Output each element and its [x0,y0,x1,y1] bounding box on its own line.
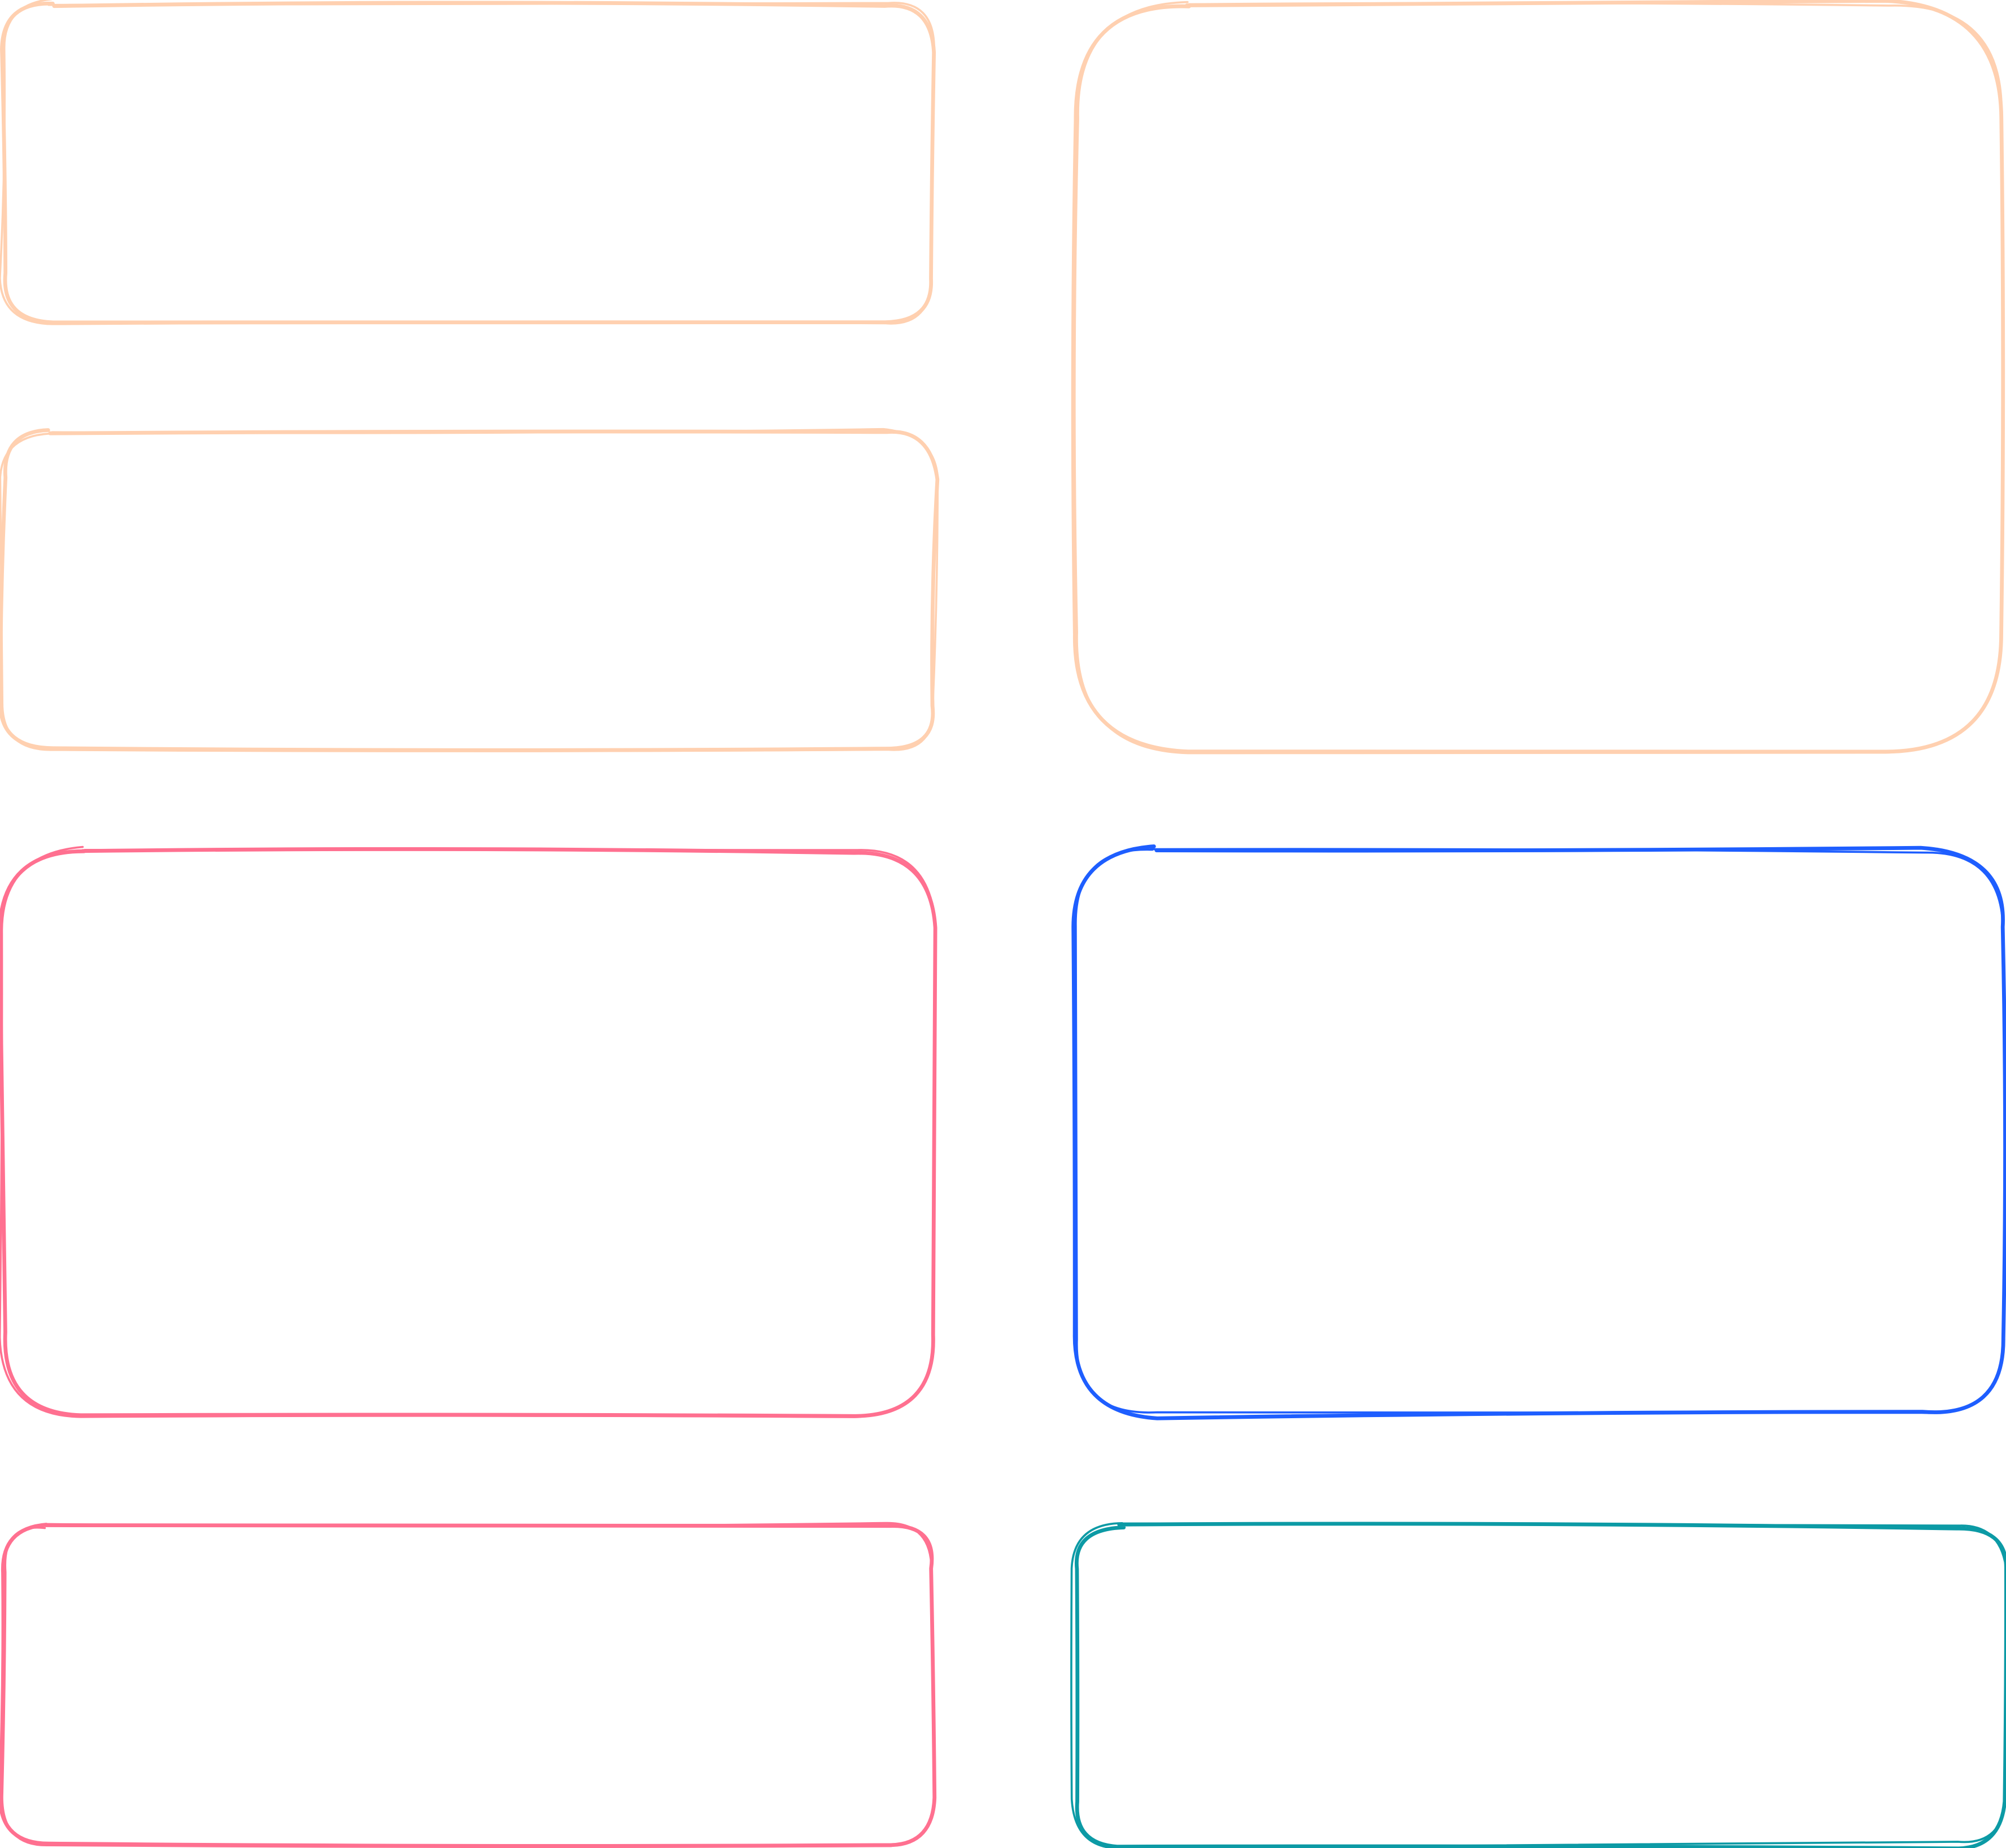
rectangle-stroke [1,1522,936,1848]
sketch-rectangle[interactable] [0,845,937,1418]
rectangle-stroke [1071,0,2005,755]
rectangle-stroke [0,428,939,752]
rectangle-stroke [1071,844,2006,1420]
sketch-rectangle[interactable] [0,0,936,325]
rectangle-stroke [0,845,937,1418]
rectangle-stroke [0,1523,937,1848]
rectangle-stroke [0,428,940,752]
rectangle-stroke [0,0,935,325]
sketch-rectangle[interactable] [0,428,940,752]
rectangle-stroke [0,1,936,325]
rectangle-stroke [1070,1522,2006,1848]
sketch-rectangle[interactable] [0,1522,937,1848]
sketch-rectangle[interactable] [1070,1522,2006,1848]
rectangle-stroke [0,847,937,1418]
sketch-rectangle[interactable] [1071,844,2006,1420]
rectangle-stroke [1075,848,2006,1414]
rectangle-stroke [1074,1522,2006,1848]
sketch-rectangle[interactable] [1071,0,2005,755]
rectangle-stroke [1074,1,2004,755]
